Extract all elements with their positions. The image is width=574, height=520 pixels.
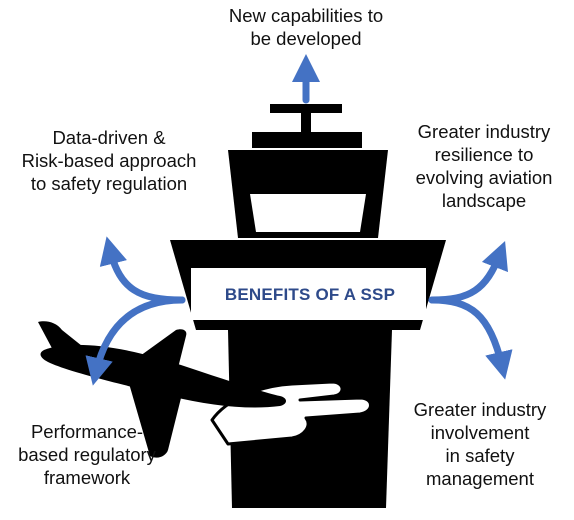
benefit-upper-left-line-3: to safety regulation (30, 173, 188, 194)
benefit-upper-left: Data-driven & Risk-based approach to saf… (2, 126, 216, 195)
benefit-upper-left-line-1: Data-driven & (52, 127, 166, 148)
control-tower-icon (170, 104, 446, 508)
benefit-upper-right-line-4: landscape (441, 190, 527, 211)
benefit-lower-left-line-3: framework (43, 467, 131, 488)
center-title: BENEFITS OF A SSP (224, 285, 396, 304)
benefit-arrows (85, 54, 513, 386)
benefit-upper-left-line-2: Risk-based approach (21, 150, 197, 171)
benefit-lower-right-line-3: in safety (445, 445, 515, 466)
benefit-top: New capabilities to be developed (196, 4, 416, 50)
benefit-lower-left-line-1: Performance- (30, 421, 144, 442)
benefit-upper-right: Greater industry resilience to evolving … (396, 120, 572, 212)
benefit-lower-left-line-2: based regulatory (18, 444, 156, 465)
arrow-upper-right (428, 240, 508, 304)
benefit-lower-right-line-1: Greater industry (413, 399, 547, 420)
benefit-upper-right-line-3: evolving aviation (415, 167, 553, 188)
arrow-upper-left (99, 236, 186, 304)
benefit-lower-right-line-2: involvement (430, 422, 530, 443)
arrow-lower-right (428, 296, 513, 380)
benefit-lower-right-line-4: management (426, 468, 534, 489)
benefit-top-line-1: New capabilities to (228, 5, 384, 26)
benefit-top-line-2: be developed (250, 28, 362, 49)
benefit-upper-right-line-1: Greater industry (417, 121, 551, 142)
benefit-lower-right: Greater industry involvement in safety m… (390, 398, 570, 490)
arrow-lower-left (85, 296, 186, 386)
benefit-lower-left: Performance- based regulatory framework (2, 420, 172, 489)
benefit-upper-right-line-2: resilience to (434, 144, 534, 165)
